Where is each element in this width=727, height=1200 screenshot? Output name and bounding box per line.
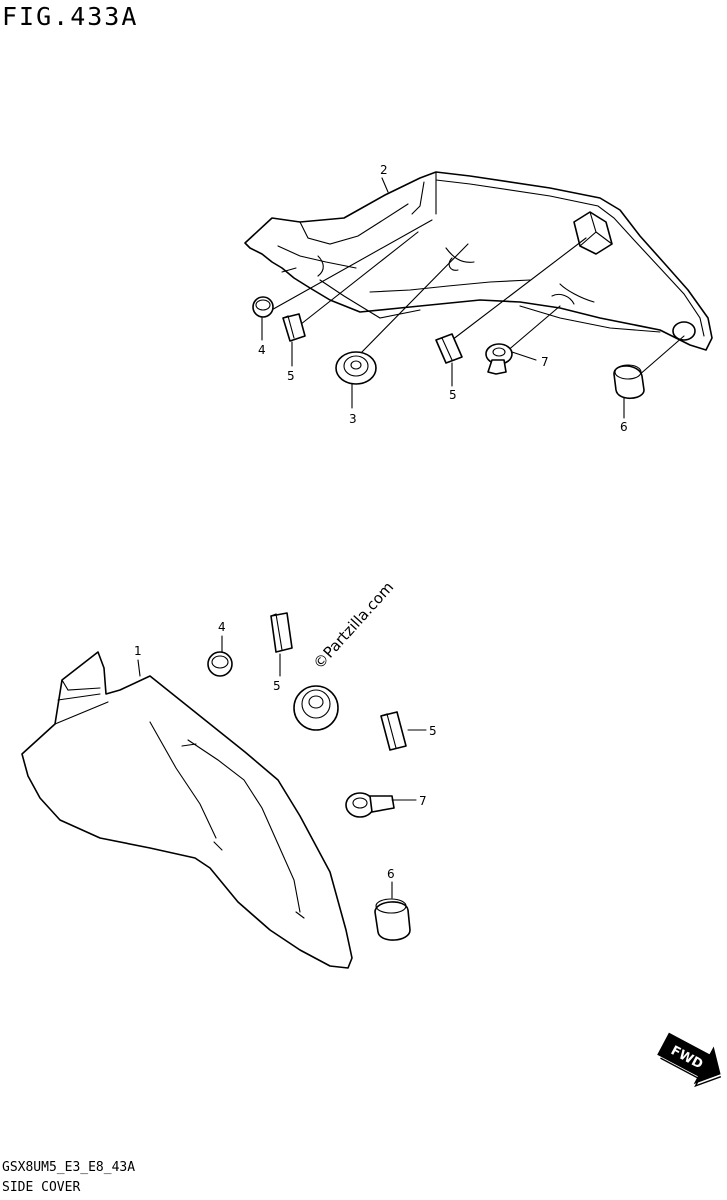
callout-7-bottom: 7 [419,794,427,808]
watermark-partzilla: ©Partzilla.com [310,578,398,673]
callout-7-top: 7 [541,355,549,369]
clip-part-7-bottom [345,792,417,818]
callout-6-top: 6 [620,420,628,434]
callout-1: 1 [134,644,142,658]
damper-part-5-top-right [435,333,463,364]
callout-5-top-left: 5 [287,369,295,383]
damper-part-5-bottom-right [380,711,427,751]
callout-3-top: 3 [349,412,357,426]
callout-5-top-right: 5 [449,388,457,402]
side-cover-assembly: ©Partzilla.com 1 4 5 5 7 6 [21,578,437,969]
callout-6-bottom: 6 [387,867,395,881]
callout-2: 2 [380,163,388,177]
callout-5-bottom-left: 5 [273,679,281,693]
cap-part-4-bottom [207,635,233,677]
figure-code: GSX8UM5_E3_E8_43A [2,1160,136,1175]
callout-4-bottom: 4 [218,620,226,634]
clip-part-7-top [485,343,537,375]
damper-part-5-top-left [282,313,306,342]
cap-part-4-top [252,296,274,318]
figure-name: SIDE COVER [2,1180,81,1195]
cushion-part-6-bottom [374,881,411,941]
inner-side-cover-part-2 [244,171,713,351]
cushion-part-6-top [613,364,645,400]
figure-title: FIG.433A [2,2,139,31]
grommet-part-3-bottom [293,685,339,731]
callout-5-bottom-right: 5 [429,724,437,738]
grommet-part-3-top [335,351,377,385]
callout-4-top: 4 [258,343,266,357]
inner-side-cover-assembly: 2 4 5 3 5 7 6 [244,163,713,434]
damper-part-5-bottom-left [270,612,293,677]
side-cover-part-1 [21,651,353,969]
forward-direction-arrow: FWD [657,1032,722,1088]
